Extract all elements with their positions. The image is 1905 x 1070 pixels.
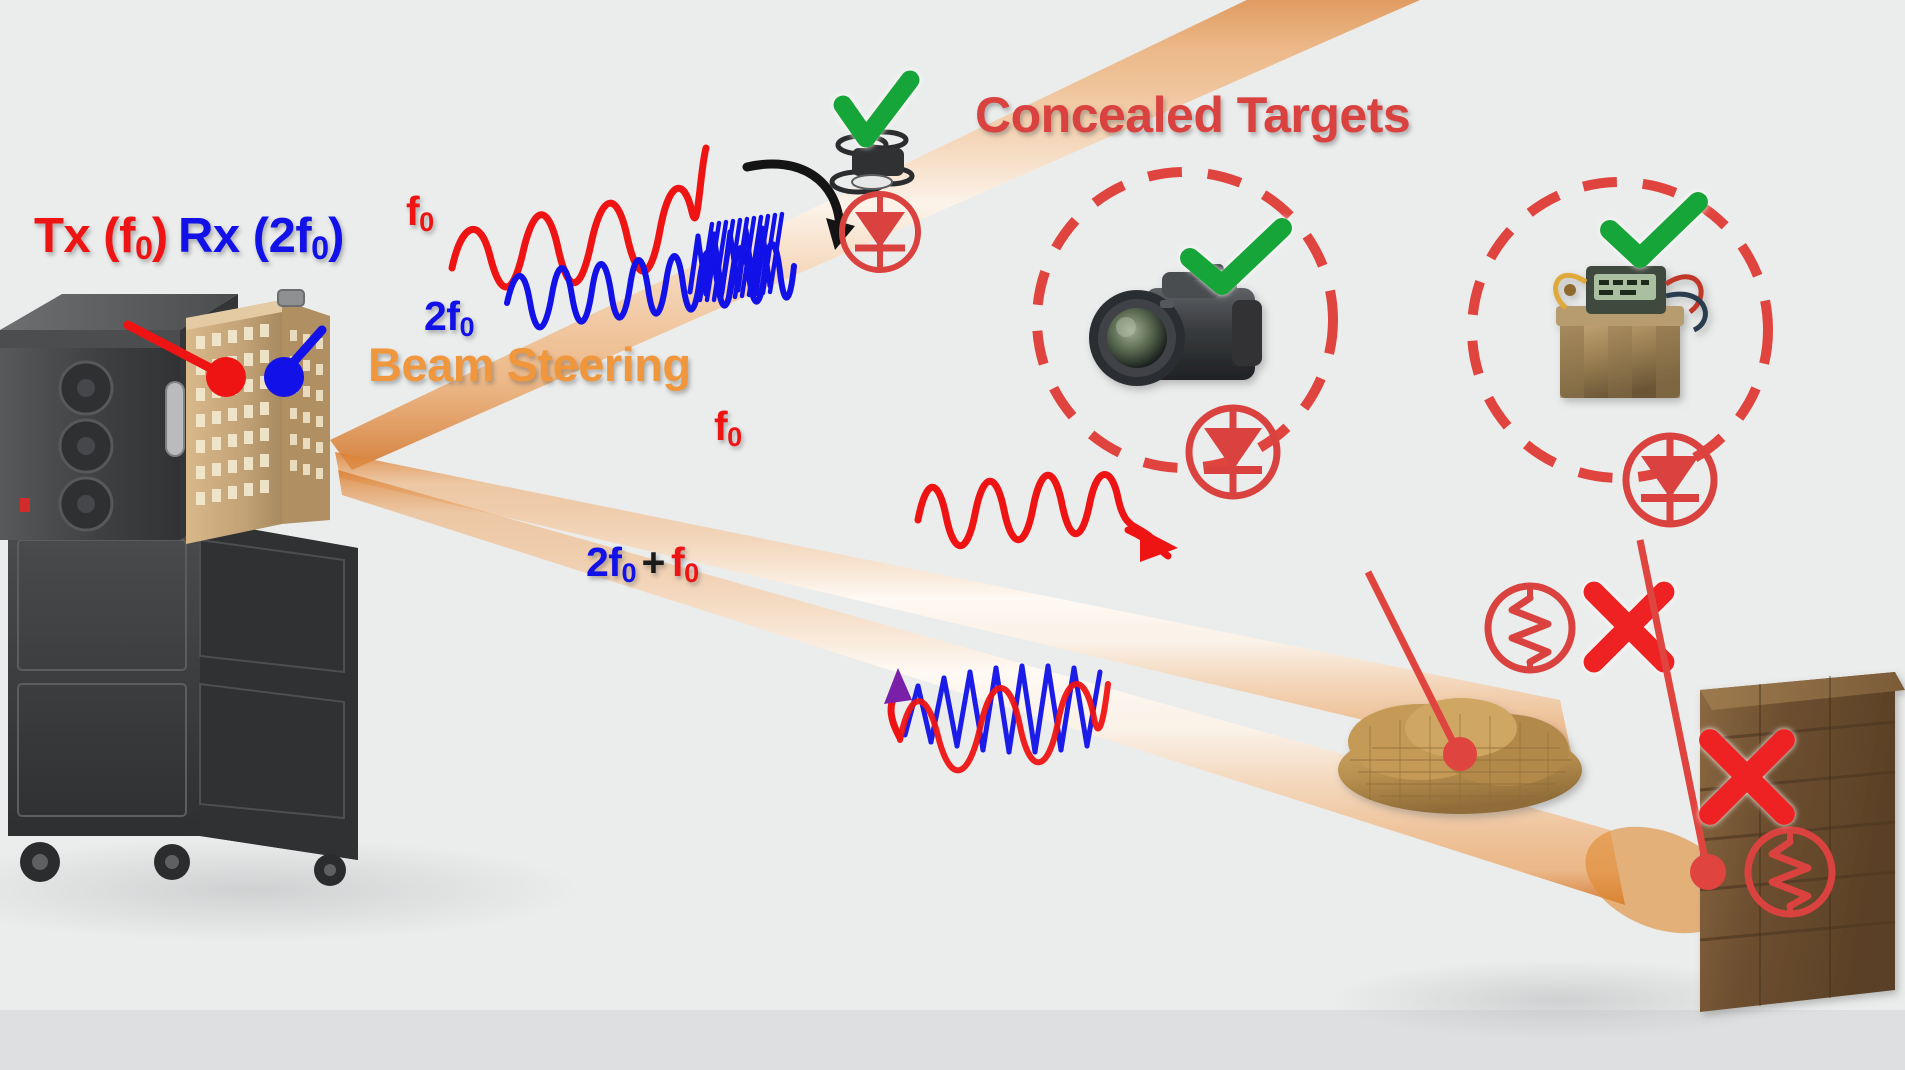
waveform-f0-mid: [914, 471, 1178, 562]
label-f0-transmit: f0: [406, 188, 434, 237]
radar-instrument-rack[interactable]: [0, 289, 358, 886]
camera-dashed-circle: [1032, 167, 1338, 473]
label-f0-illumination: f0: [714, 403, 742, 452]
waveform-2f0-top: [504, 211, 797, 331]
ied-diode-icon: [1622, 432, 1718, 528]
label-beam-steering: Beam Steering: [368, 338, 691, 391]
waveform-f0-top: [448, 144, 710, 291]
waveform-2f0-dense-block: [697, 211, 785, 303]
antenna-array-panel: [186, 300, 282, 544]
label-mixed-f0: f0: [670, 539, 699, 588]
title-concealed-targets: Concealed Targets: [975, 87, 1411, 143]
beam-middle: [335, 452, 1575, 770]
ied-dashed-circle: [1467, 177, 1773, 483]
drone-diode-icon: [839, 191, 921, 273]
antenna-elements: [196, 324, 269, 505]
ied-check-icon: [1600, 192, 1708, 268]
rx-pointer: [264, 325, 327, 397]
label-mixed-2f0: 2f0: [586, 539, 637, 588]
label-mixed-plus: +: [641, 539, 666, 585]
target-ied[interactable]: [1553, 266, 1708, 398]
crate-cross-icon: [1699, 729, 1795, 825]
label-mixed-return: 2f0+f0: [586, 539, 699, 589]
waveform-mixed-return: [884, 663, 1111, 774]
tx-pointer: [123, 320, 246, 397]
drone-check-icon: [833, 70, 920, 148]
label-2f0-receive: 2f0: [424, 293, 475, 342]
crate-resistor-icon: [1744, 826, 1836, 918]
label-tx: Tx (f0): [34, 209, 168, 267]
camera-diode-icon: [1185, 404, 1281, 500]
camera-check-icon: [1180, 218, 1292, 295]
sacks-pointer: [1364, 570, 1477, 771]
crate-pointer: [1636, 539, 1726, 890]
target-drone[interactable]: [829, 129, 915, 195]
label-rx: Rx (2f0): [178, 209, 344, 267]
beam-footprint-crate: [1585, 826, 1735, 934]
sacks-resistor-icon: [1484, 582, 1576, 674]
target-wooden-crate[interactable]: [1699, 672, 1905, 1012]
target-camera[interactable]: [1089, 264, 1262, 386]
beam-lower: [338, 470, 1625, 905]
